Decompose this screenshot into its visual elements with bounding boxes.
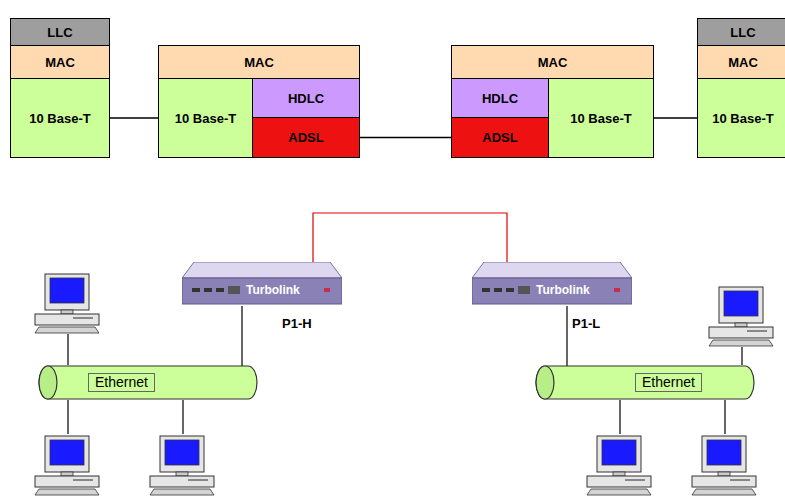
physical-layer: 10 Base-T xyxy=(697,78,785,158)
mac-layer: MAC xyxy=(451,45,654,79)
physical-layer: 10 Base-T xyxy=(10,78,110,158)
physical-layer: 10 Base-T xyxy=(158,78,253,158)
node-label: LLC xyxy=(730,25,755,40)
node-label: MAC xyxy=(244,55,274,70)
link-line xyxy=(360,137,451,139)
adsl-layer: ADSL xyxy=(252,117,360,158)
link-line xyxy=(566,306,567,365)
node-label: ADSL xyxy=(288,130,323,145)
hdlc-layer: HDLC xyxy=(252,78,360,118)
llc-layer: LLC xyxy=(697,18,785,46)
node-label: 10 Base-T xyxy=(29,111,90,126)
node-label: MAC xyxy=(728,55,758,70)
node-label: HDLC xyxy=(288,91,324,106)
mac-layer: MAC xyxy=(697,45,785,79)
node-label: Ethernet xyxy=(635,373,702,392)
node-label: MAC xyxy=(45,55,75,70)
node-label: Turbolink xyxy=(536,283,590,297)
mac-layer: MAC xyxy=(10,45,110,79)
adsl-layer: ADSL xyxy=(451,117,549,158)
ethernet-bus: Ethernet xyxy=(38,365,258,400)
llc-layer: LLC xyxy=(10,18,110,46)
node-label: 10 Base-T xyxy=(175,111,236,126)
adsl-modem: TurbolinkP1-H xyxy=(182,262,342,306)
hdlc-layer: HDLC xyxy=(451,78,549,118)
device-name: P1-H xyxy=(282,316,312,331)
node-label: Ethernet xyxy=(88,373,155,392)
adsl-line xyxy=(313,213,507,262)
node-label: MAC xyxy=(538,55,568,70)
link-line xyxy=(654,117,697,119)
link-line xyxy=(241,306,242,365)
device-name: P1-L xyxy=(572,316,600,331)
link-line xyxy=(110,117,158,119)
mac-layer: MAC xyxy=(158,45,360,79)
node-label: ADSL xyxy=(482,130,517,145)
node-label: 10 Base-T xyxy=(712,111,773,126)
node-label: HDLC xyxy=(482,91,518,106)
adsl-modem: TurbolinkP1-L xyxy=(472,262,632,306)
node-label: Turbolink xyxy=(246,283,300,297)
node-label: 10 Base-T xyxy=(570,111,631,126)
node-label: LLC xyxy=(47,25,72,40)
ethernet-bus: Ethernet xyxy=(535,365,755,400)
physical-layer: 10 Base-T xyxy=(548,78,654,158)
